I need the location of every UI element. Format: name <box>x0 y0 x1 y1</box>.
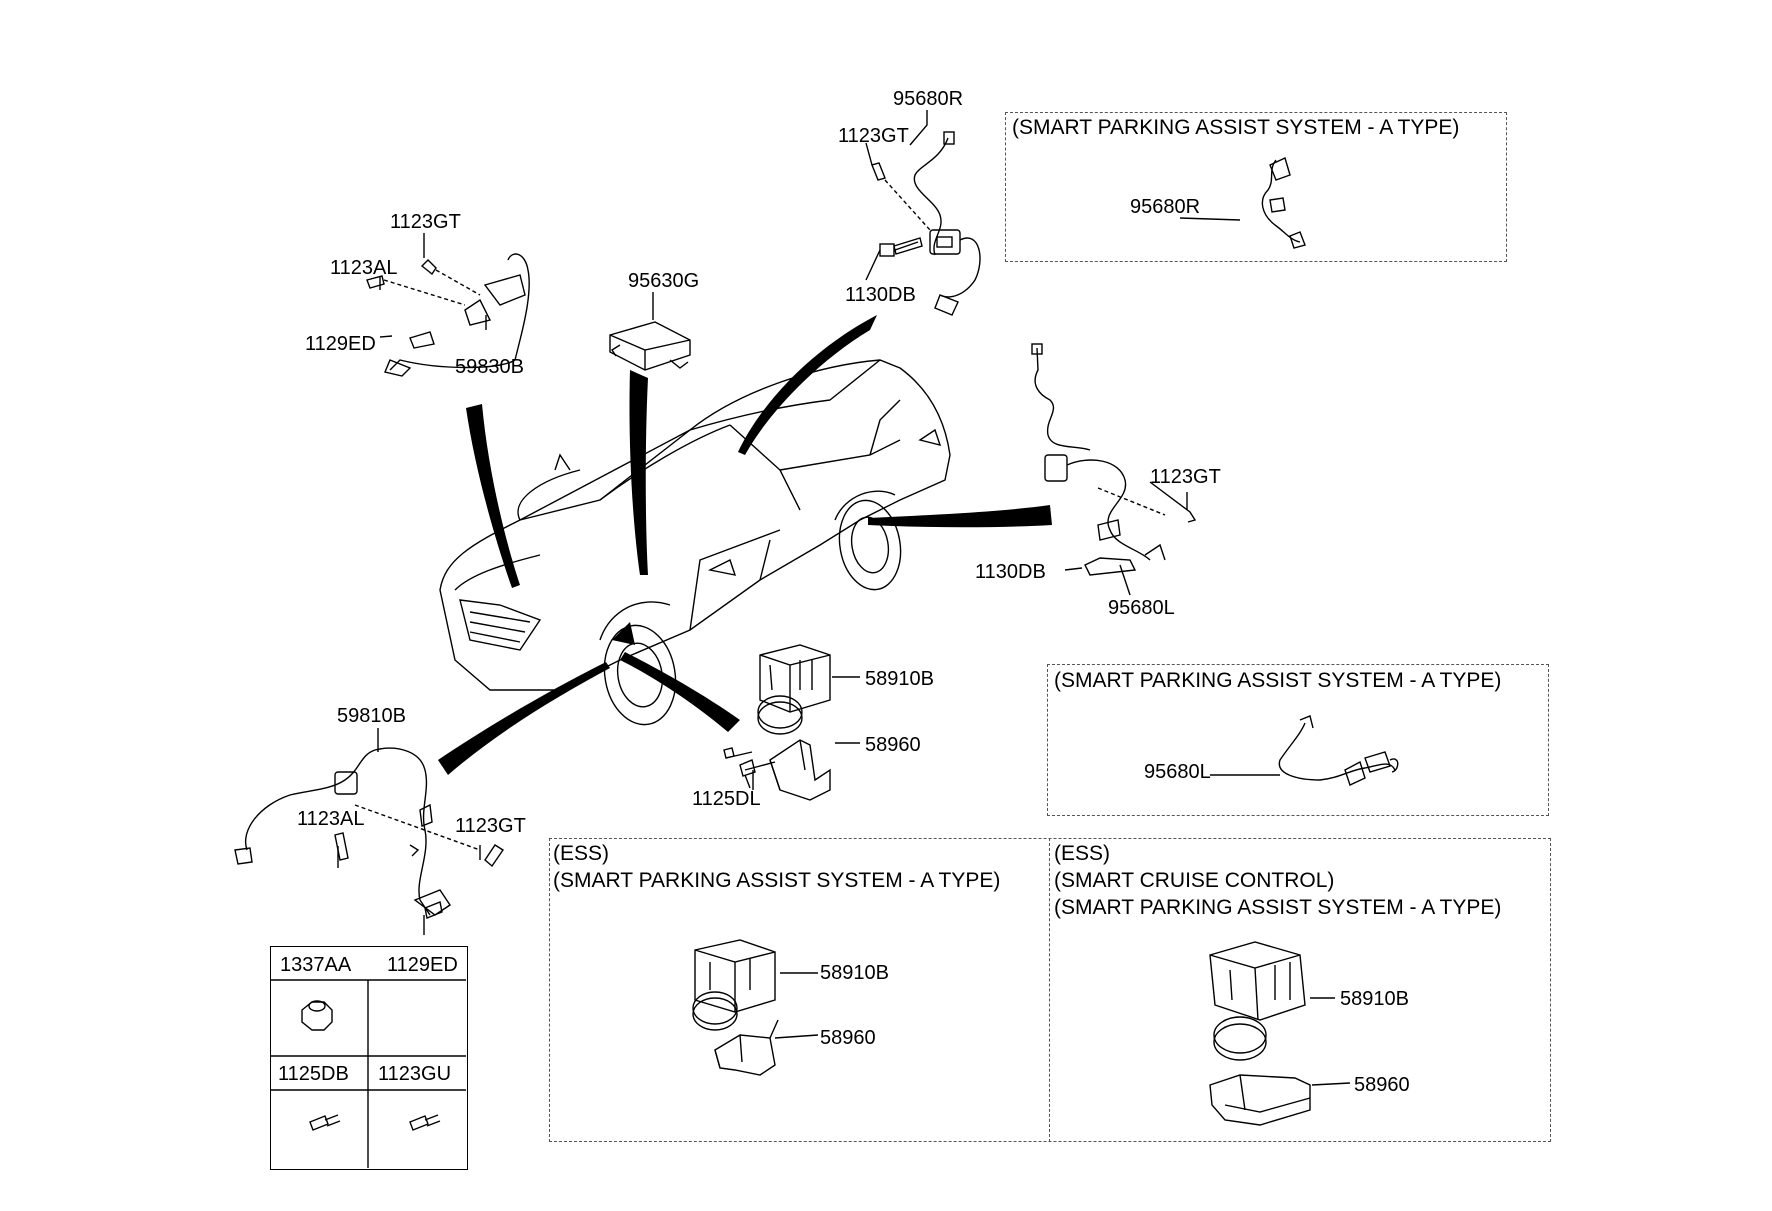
label-58910b: 58910B <box>865 668 934 690</box>
spas-l-part-label: 95680L <box>1144 761 1211 783</box>
fastener-table <box>270 946 468 1170</box>
ess-box-divider <box>1049 838 1050 1142</box>
label-1123gt-rf: 1123GT <box>455 815 526 837</box>
ess-bracket-2 <box>1209 1074 1311 1126</box>
label-59830b: 59830B <box>455 356 524 378</box>
label-1130db-top: 1130DB <box>845 284 916 306</box>
label-58960: 58960 <box>865 734 921 756</box>
bracket-main <box>723 739 831 801</box>
ess-bracket-1 <box>714 1019 779 1076</box>
label-1129ed-lf: 1129ED <box>305 333 376 355</box>
ess-1-hecu-label: 58910B <box>820 962 889 984</box>
ess-2-line2: (SMART CRUISE CONTROL) <box>1054 869 1335 892</box>
label-1123gt-rr: 1123GT <box>1150 466 1221 488</box>
ess-hecu-1 <box>692 939 776 1031</box>
spas-l-title: (SMART PARKING ASSIST SYSTEM - A TYPE) <box>1054 669 1502 692</box>
table-cell-1125db: 1125DB <box>278 1063 349 1085</box>
label-1130db-rr: 1130DB <box>975 561 1046 583</box>
wheel-sensor-rear-right-top <box>871 131 981 316</box>
label-95680l: 95680L <box>1108 597 1175 619</box>
table-grid <box>270 979 466 1168</box>
hecu-main <box>757 644 831 735</box>
fastener-icons <box>301 1000 441 1131</box>
ess-hecu-2 <box>1209 941 1306 1061</box>
wheel-sensor-rear-left <box>1031 343 1197 576</box>
ess-2-bracket-label: 58960 <box>1354 1074 1410 1096</box>
table-cell-1123gu: 1123GU <box>378 1063 452 1085</box>
ess-2-hecu-label: 58910B <box>1340 988 1409 1010</box>
pointer-arrows <box>438 315 1052 775</box>
spas-r-part-label: 95680R <box>1130 196 1201 218</box>
ess-1-bracket-label: 58960 <box>820 1027 876 1049</box>
spas-r-title: (SMART PARKING ASSIST SYSTEM - A TYPE) <box>1012 116 1460 139</box>
leader-lines <box>337 110 1351 1086</box>
table-cell-1337aa: 1337AA <box>280 954 352 976</box>
wheel-sensor-front-right <box>234 747 504 919</box>
ess-2-line3: (SMART PARKING ASSIST SYSTEM - A TYPE) <box>1054 896 1502 919</box>
wheel-sensor-front-left-top <box>366 253 530 377</box>
ess-1-line1: (ESS) <box>553 842 610 865</box>
spas-box-rear-right <box>1005 112 1507 262</box>
label-1123al-rf: 1123AL <box>297 808 365 830</box>
spas-r-sensor <box>1261 157 1306 249</box>
label-1123al-lf: 1123AL <box>330 257 398 279</box>
label-1129ed-rf: 1129ED <box>387 954 458 976</box>
yaw-sensor-module <box>609 321 691 371</box>
label-1123gt-top: 1123GT <box>838 125 909 147</box>
label-59810b: 59810B <box>337 705 406 727</box>
spas-box-rear-left <box>1047 664 1549 816</box>
label-95630g: 95630G <box>628 270 700 292</box>
ess-2-line1: (ESS) <box>1054 842 1111 865</box>
ess-box <box>549 838 1551 1142</box>
label-1125dl: 1125DL <box>692 788 761 810</box>
label-1123gt-lf: 1123GT <box>390 211 461 233</box>
spas-l-sensor <box>1278 715 1399 786</box>
label-95680r: 95680R <box>893 88 964 110</box>
ess-1-line2: (SMART PARKING ASSIST SYSTEM - A TYPE) <box>553 869 1001 892</box>
car-illustration <box>439 359 951 726</box>
